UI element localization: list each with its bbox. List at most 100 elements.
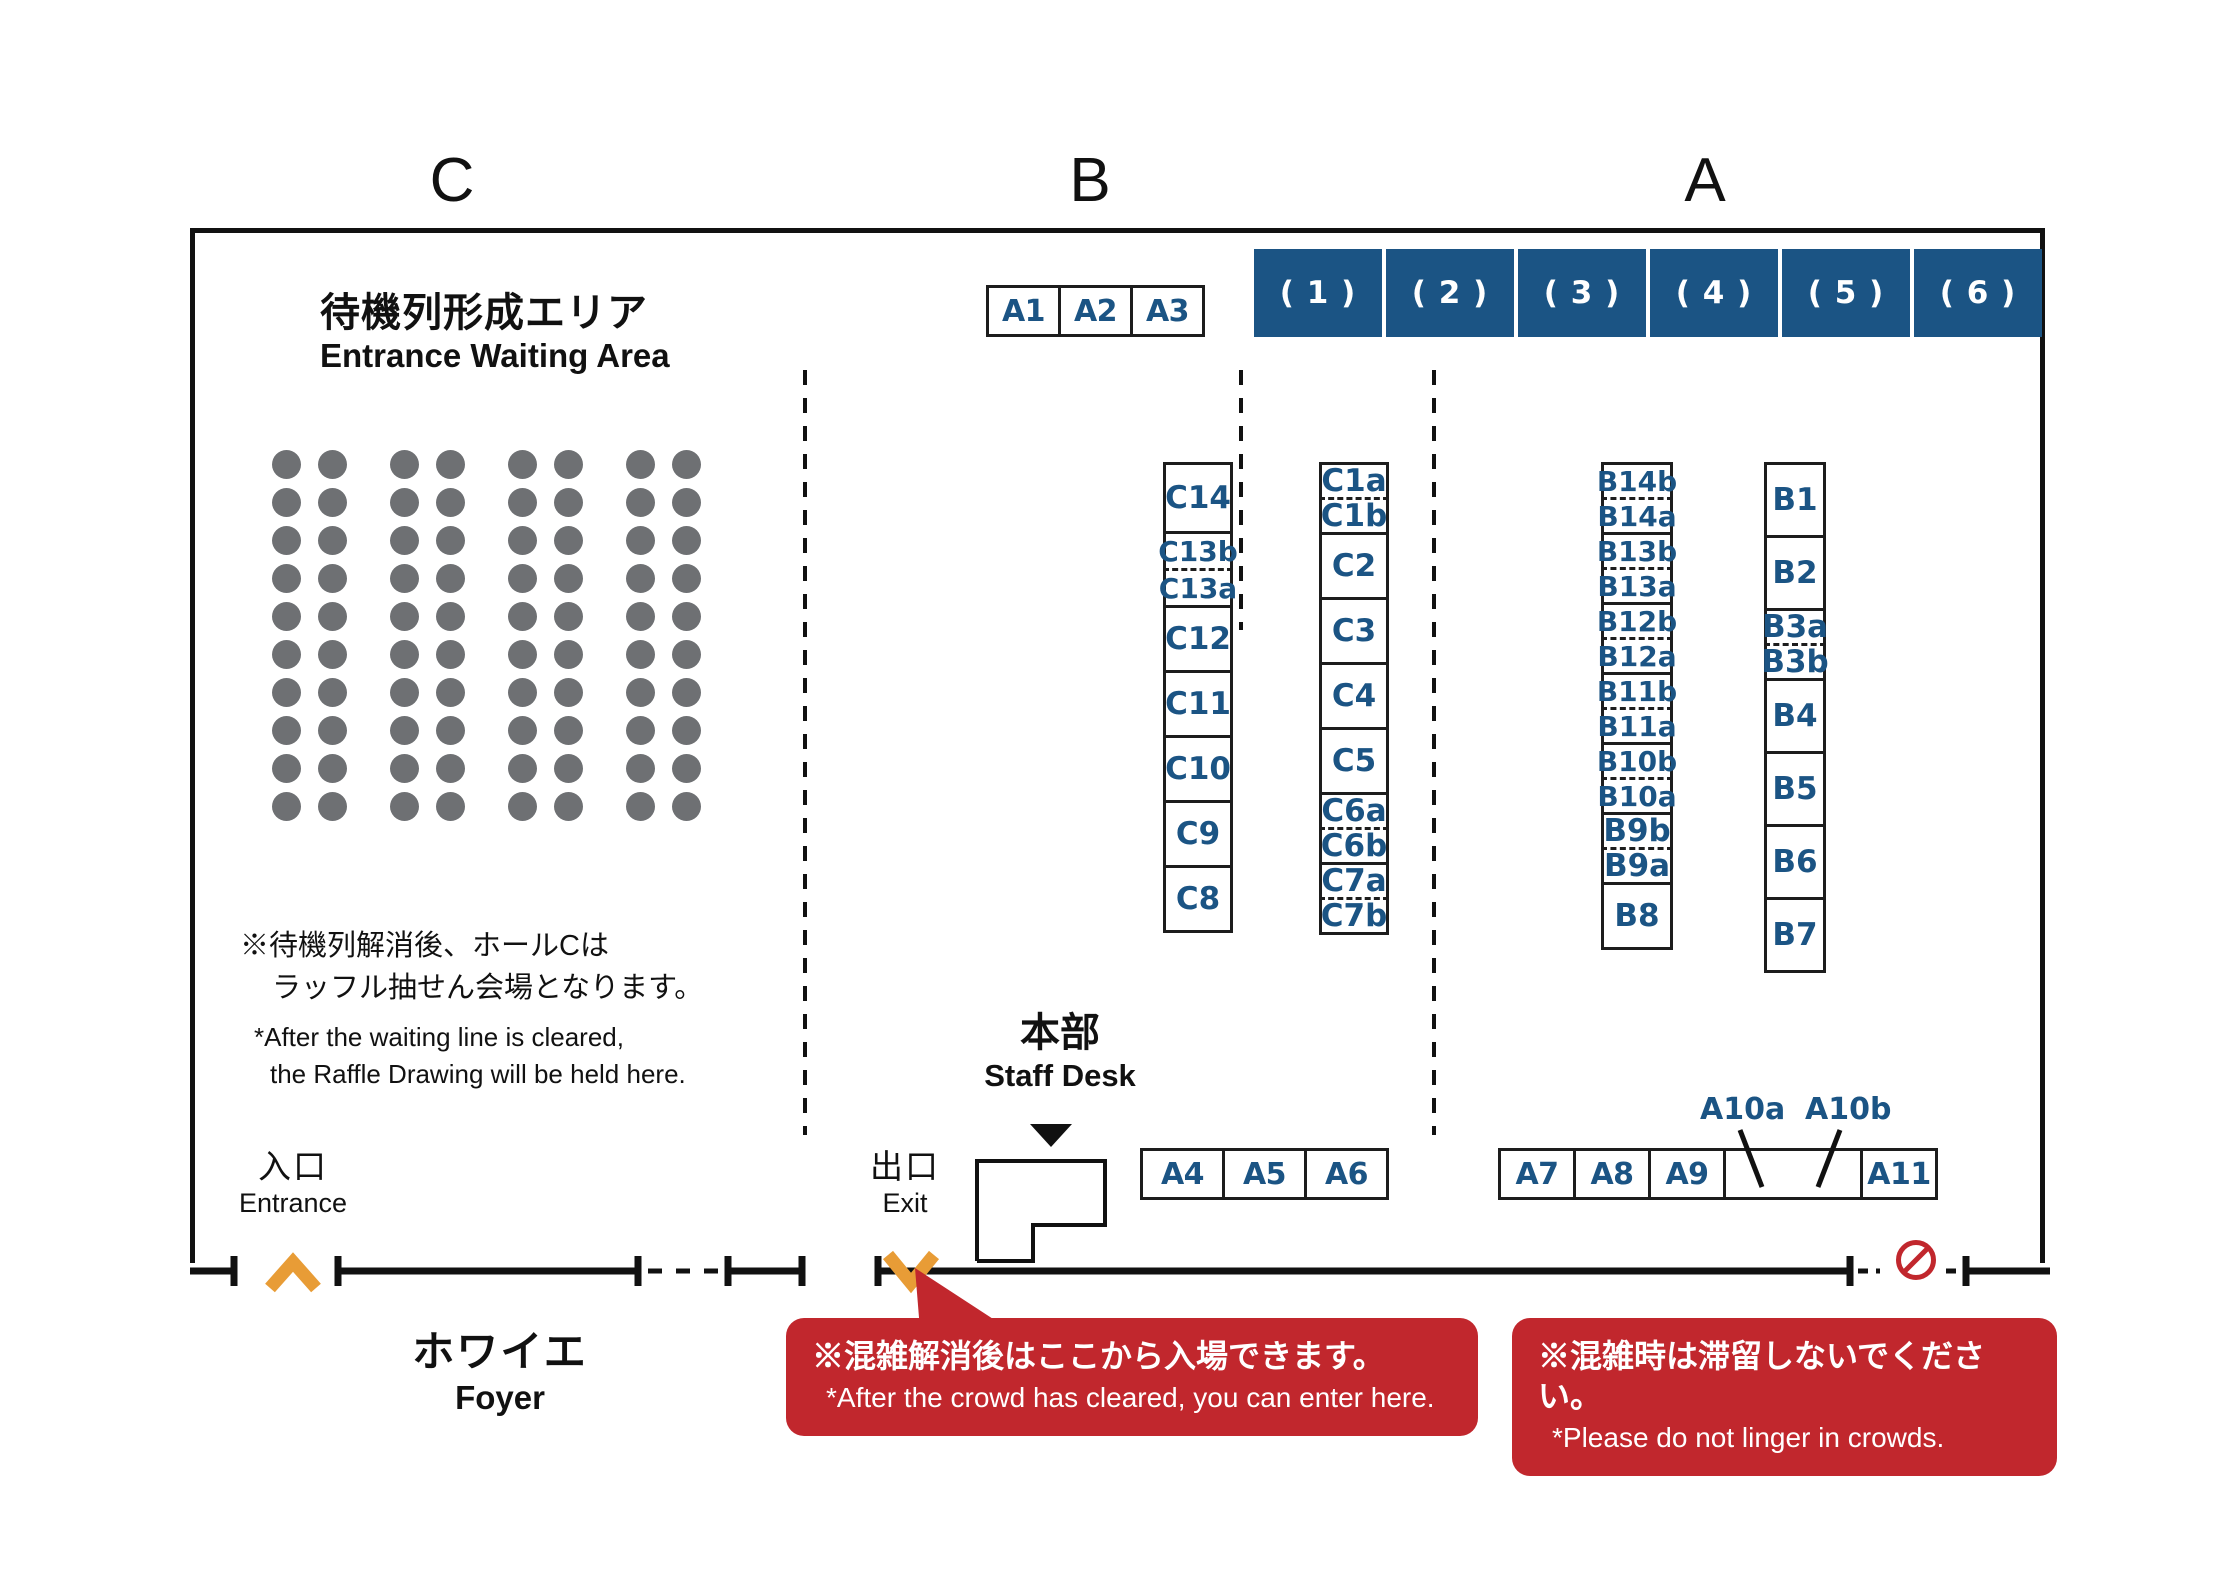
bottom-wall [190, 1256, 2050, 1286]
zone-box-6[interactable]: ( 6 ) [1914, 249, 2042, 337]
booth-cell-a2[interactable]: A2 [1058, 285, 1133, 337]
booth-cell-b14a[interactable]: B14a [1597, 497, 1677, 535]
hall-c-note: ※待機列解消後、ホールCは ラッフル抽せん会場となります。 *After the… [240, 925, 703, 1093]
person-dot [436, 488, 465, 517]
booth-cell-c13b[interactable]: C13b [1158, 531, 1238, 571]
dot-row [626, 488, 701, 526]
zone-box-2[interactable]: ( 2 ) [1386, 249, 1514, 337]
zone-box-3[interactable]: ( 3 ) [1518, 249, 1646, 337]
booth-cell-b10b[interactable]: B10b [1597, 742, 1677, 780]
booth-cell-a8[interactable]: A8 [1573, 1148, 1651, 1200]
booth-cell-b14b[interactable]: B14b [1597, 462, 1677, 500]
booth-cell-c9[interactable]: C9 [1163, 800, 1233, 868]
booth-cell-a1[interactable]: A1 [986, 285, 1061, 337]
a10-leader-lines [1737, 1129, 1843, 1188]
booth-cell-b1[interactable]: B1 [1764, 462, 1826, 538]
booth-cell-c12[interactable]: C12 [1163, 605, 1233, 673]
dot-group [508, 450, 583, 830]
booth-cell-c10[interactable]: C10 [1163, 735, 1233, 803]
booth-cell-a4[interactable]: A4 [1140, 1148, 1225, 1200]
callout-1-jp: ※混雑解消後はここから入場できます。 [812, 1338, 1385, 1374]
waiting-crowd-dots [272, 450, 701, 830]
booth-cell-b9b[interactable]: B9b [1601, 812, 1673, 850]
booth-cell-b5[interactable]: B5 [1764, 751, 1826, 827]
booth-cell-b8[interactable]: B8 [1601, 882, 1673, 950]
person-dot [390, 716, 419, 745]
booth-cell-c7b[interactable]: C7b [1319, 897, 1389, 935]
dot-row [390, 488, 465, 526]
booth-cell-b6[interactable]: B6 [1764, 824, 1826, 900]
zone-box-4[interactable]: ( 4 ) [1650, 249, 1778, 337]
booth-cell-b11b[interactable]: B11b [1597, 672, 1677, 710]
chevron-down-icon [882, 1250, 940, 1294]
callout-1-tail [915, 1268, 1010, 1330]
hall-letter-c: C [429, 146, 475, 215]
booth-cell-b3b[interactable]: B3b [1761, 643, 1829, 681]
dot-row [508, 678, 583, 716]
note-en-line2: the Raffle Drawing will be held here. [270, 1059, 686, 1089]
booth-cell-b2[interactable]: B2 [1764, 535, 1826, 611]
booth-cell-b12a[interactable]: B12a [1597, 637, 1677, 675]
booth-cell-c3[interactable]: C3 [1319, 597, 1389, 665]
person-dot [318, 450, 347, 479]
booth-cell-b9a[interactable]: B9a [1601, 847, 1673, 885]
booth-cell-b4[interactable]: B4 [1764, 678, 1826, 754]
booth-cell-c1a[interactable]: C1a [1319, 462, 1389, 500]
booth-cell-c5[interactable]: C5 [1319, 727, 1389, 795]
booth-cell-a11[interactable]: A11 [1860, 1148, 1938, 1200]
zone-box-5[interactable]: ( 5 ) [1782, 249, 1910, 337]
booth-cell-c11[interactable]: C11 [1163, 670, 1233, 738]
booth-cell-c14[interactable]: C14 [1163, 462, 1233, 534]
booth-cell-c6b[interactable]: C6b [1319, 827, 1389, 865]
booth-cell-c4[interactable]: C4 [1319, 662, 1389, 730]
exit-label: 出口 Exit [855, 1140, 955, 1219]
person-dot [508, 526, 537, 555]
person-dot [672, 602, 701, 631]
person-dot [436, 602, 465, 631]
booth-cell-a6[interactable]: A6 [1304, 1148, 1389, 1200]
person-dot [672, 450, 701, 479]
booth-cell-c13a[interactable]: C13a [1159, 568, 1237, 608]
booth-cell-c2[interactable]: C2 [1319, 532, 1389, 600]
zone-box-1[interactable]: ( 1 ) [1254, 249, 1382, 337]
person-dot [554, 564, 583, 593]
person-dot [318, 488, 347, 517]
dot-row [508, 640, 583, 678]
person-dot [554, 678, 583, 707]
booth-cell-b11a[interactable]: B11a [1597, 707, 1677, 745]
person-dot [436, 526, 465, 555]
booth-cell-b13a[interactable]: B13a [1597, 567, 1677, 605]
booth-cell-a5[interactable]: A5 [1222, 1148, 1307, 1200]
person-dot [626, 678, 655, 707]
booth-cell-a9[interactable]: A9 [1648, 1148, 1726, 1200]
person-dot [626, 450, 655, 479]
person-dot [672, 526, 701, 555]
foyer-label-en: Foyer [455, 1379, 545, 1416]
booth-cell-c7a[interactable]: C7a [1319, 862, 1389, 900]
person-dot [508, 792, 537, 821]
booth-cell-a3[interactable]: A3 [1130, 285, 1205, 337]
booth-cell-b13b[interactable]: B13b [1597, 532, 1677, 570]
booth-cell-b10a[interactable]: B10a [1597, 777, 1677, 815]
booth-cell-b3a[interactable]: B3a [1761, 608, 1829, 646]
person-dot [272, 526, 301, 555]
person-dot [626, 754, 655, 783]
booth-cell-a7[interactable]: A7 [1498, 1148, 1576, 1200]
person-dot [318, 754, 347, 783]
person-dot [672, 678, 701, 707]
dot-row [508, 792, 583, 830]
person-dot [508, 716, 537, 745]
booth-cell-c6a[interactable]: C6a [1319, 792, 1389, 830]
booth-cell-c8[interactable]: C8 [1163, 865, 1233, 933]
dot-row [272, 678, 347, 716]
dot-row [508, 716, 583, 754]
person-dot [672, 754, 701, 783]
foyer-label-jp: ホワイエ [412, 1328, 588, 1375]
person-dot [318, 602, 347, 631]
dot-row [626, 564, 701, 602]
booth-cell-c1b[interactable]: C1b [1319, 497, 1389, 535]
booth-cell-b12b[interactable]: B12b [1597, 602, 1677, 640]
person-dot [554, 640, 583, 669]
booth-cell-b7[interactable]: B7 [1764, 897, 1826, 973]
